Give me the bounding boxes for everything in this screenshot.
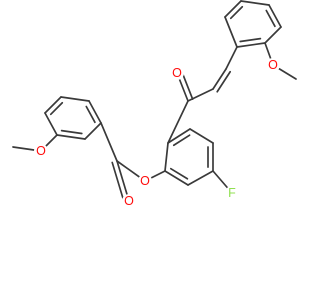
o-methoxy-2-bg — [266, 58, 280, 72]
bond-b6-b1 — [164, 142, 169, 172]
bond-r2-r3 — [264, 26, 282, 44]
bond-a4-a5 — [60, 96, 90, 102]
bond-a3-a4 — [88, 100, 102, 124]
o-ester-carbonyl-bg — [122, 194, 136, 208]
o-methoxy-2-label: O — [268, 58, 278, 72]
bond-a3-cc — [100, 122, 118, 162]
bond-ck-ok-second — [180, 70, 194, 101]
bond-r3-r4 — [268, 4, 282, 28]
bond-r1-r2 — [236, 42, 266, 48]
bond-r1-r2-inner — [239, 37, 262, 43]
bond-b6-ck — [167, 100, 189, 144]
bond-a3-a4-inner — [85, 105, 96, 124]
bond-ck-v1 — [187, 88, 214, 102]
bond-b2-b3 — [187, 170, 214, 186]
bond-r3-r4-inner — [265, 9, 276, 28]
bond-b4-b5 — [189, 128, 214, 144]
bond-a6-a1 — [44, 112, 58, 136]
bond-b5-b6 — [167, 128, 191, 144]
o-methoxy-1-bg — [34, 144, 48, 158]
bond-v1-v2-second — [216, 70, 232, 93]
bond-v1-v2 — [212, 68, 227, 90]
bond-r6-r1 — [224, 16, 238, 48]
o-ester-link-label: O — [140, 174, 150, 188]
bond-v2-r1 — [225, 46, 238, 70]
f-fluoro-bg — [225, 186, 239, 200]
f-fluoro-label: F — [228, 186, 236, 200]
bond-b1-b2-inner — [169, 167, 189, 180]
bond-layer — [12, 0, 297, 204]
bond-b1-b2 — [164, 170, 189, 186]
bond-cc-oc-second — [111, 161, 126, 204]
bond-r5-r6 — [224, 0, 242, 18]
bond-r5-r6-inner — [229, 5, 244, 20]
o-ketone-bg — [170, 66, 184, 80]
o-ester-carbonyl-label: O — [124, 194, 134, 208]
bond-a5-a6-inner — [49, 101, 64, 116]
bond-r4-r5 — [240, 0, 270, 6]
o-methoxy-1-label: O — [36, 144, 46, 158]
bond-a1-a2-inner — [60, 129, 83, 135]
bond-a1-a2 — [56, 134, 86, 140]
bond-a5-a6 — [44, 96, 62, 114]
o-ester-link-bg — [138, 174, 152, 188]
bond-a2-a3 — [84, 122, 102, 140]
bond-b5-b6-inner — [172, 134, 191, 147]
o-ketone-label: O — [172, 66, 182, 80]
